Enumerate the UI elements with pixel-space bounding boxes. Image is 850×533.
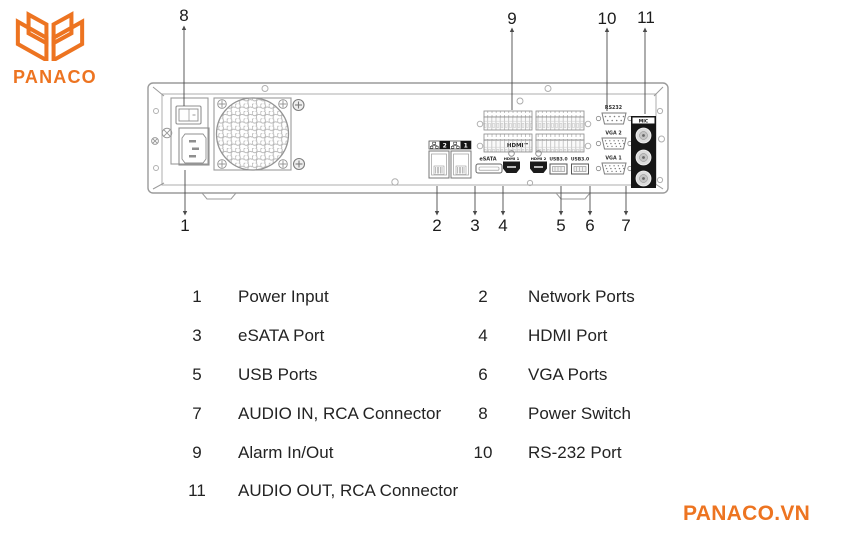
panaco-logo: PANACO bbox=[13, 11, 97, 88]
legend-label: AUDIO OUT, RCA Connector bbox=[238, 481, 459, 501]
legend-num: 8 bbox=[478, 403, 488, 423]
hdmi-ports: HDMI™ HDMI 1 HDMI 2 bbox=[503, 142, 547, 173]
rca-connector bbox=[635, 170, 652, 187]
usb2-label: USB3.0 bbox=[571, 157, 589, 163]
network-ports: 2 1 bbox=[428, 140, 472, 179]
rs232-label: RS232 bbox=[605, 105, 622, 111]
legend-num: 6 bbox=[478, 364, 488, 384]
vga1-label: VGA 1 bbox=[605, 156, 621, 162]
legend-label: eSATA Port bbox=[238, 326, 325, 346]
legend-num: 2 bbox=[478, 287, 488, 307]
legend-label: Power Input bbox=[238, 287, 329, 307]
network-icon bbox=[429, 141, 439, 149]
site-link[interactable]: PANACO.VN bbox=[683, 502, 811, 525]
legend-row: 3 eSATA Port 4 HDMI Port bbox=[160, 317, 726, 356]
legend-row: 9 Alarm In/Out 10 RS-232 Port bbox=[160, 433, 726, 472]
legend-label: USB Ports bbox=[238, 364, 318, 384]
esata-port: eSATA bbox=[475, 157, 503, 174]
legend-label: Power Switch bbox=[528, 403, 631, 423]
callout-7: 7 bbox=[621, 216, 631, 235]
network-icon bbox=[450, 141, 460, 149]
legend-num: 3 bbox=[192, 326, 202, 346]
hdmi2-label: HDMI 2 bbox=[531, 156, 547, 161]
callout-4: 4 bbox=[498, 216, 508, 235]
callout-8: 8 bbox=[179, 6, 189, 25]
cooling-fan bbox=[213, 97, 306, 171]
fan-screws bbox=[217, 99, 288, 169]
audio-header-label: MIC bbox=[639, 118, 649, 124]
legend-table: 1 Power Input 2 Network Ports 3 eSATA Po… bbox=[160, 278, 726, 511]
legend-label: Alarm In/Out bbox=[238, 442, 334, 462]
hdmi1-label: HDMI 1 bbox=[504, 156, 520, 161]
open-book-icon bbox=[15, 11, 85, 64]
vga1-port: VGA 1 bbox=[595, 156, 633, 175]
legend-label: AUDIO IN, RCA Connector bbox=[238, 403, 442, 423]
legend-label: VGA Ports bbox=[528, 364, 608, 384]
rs232-port: RS232 bbox=[595, 105, 633, 125]
hdmi-tm-label: HDMI™ bbox=[507, 142, 529, 149]
legend-num: 5 bbox=[192, 364, 202, 384]
net-port-1-label: 1 bbox=[464, 142, 468, 149]
legend-num: 10 bbox=[473, 442, 493, 462]
legend-num: 7 bbox=[192, 403, 202, 423]
rca-connector bbox=[635, 149, 652, 166]
net-port-2-label: 2 bbox=[443, 142, 447, 149]
usb1-label: USB3.0 bbox=[549, 157, 567, 163]
legend-row: 11 AUDIO OUT, RCA Connector bbox=[160, 472, 726, 511]
legend-num: 9 bbox=[192, 442, 202, 462]
callout-1: 1 bbox=[180, 216, 190, 235]
power-switch bbox=[175, 105, 202, 125]
legend-row: 7 AUDIO IN, RCA Connector 8 Power Switch bbox=[160, 394, 726, 433]
rca-connector bbox=[635, 127, 652, 144]
callout-lines bbox=[181, 25, 648, 216]
callout-5: 5 bbox=[556, 216, 566, 235]
legend-num: 4 bbox=[478, 326, 488, 346]
rear-panel-diagram: 2 1 bbox=[147, 25, 669, 216]
callout-3: 3 bbox=[470, 216, 480, 235]
usb-ports: USB3.0 USB3.0 bbox=[549, 157, 589, 175]
logo-wordmark: PANACO bbox=[13, 67, 97, 87]
legend-row: 5 USB Ports 6 VGA Ports bbox=[160, 356, 726, 395]
callout-9: 9 bbox=[507, 9, 517, 28]
alarm-terminal-blocks bbox=[476, 97, 592, 153]
legend-label: Network Ports bbox=[528, 287, 635, 307]
legend-num: 1 bbox=[192, 287, 202, 307]
legend-label: HDMI Port bbox=[528, 326, 608, 346]
vga2-port: VGA 2 bbox=[595, 131, 633, 150]
callout-11: 11 bbox=[637, 8, 655, 27]
vga2-label: VGA 2 bbox=[605, 131, 621, 137]
callout-10: 10 bbox=[597, 9, 617, 28]
legend-label: RS-232 Port bbox=[528, 442, 622, 462]
callout-2: 2 bbox=[432, 216, 442, 235]
legend-row: 1 Power Input 2 Network Ports bbox=[160, 278, 726, 317]
power-inlet bbox=[178, 127, 210, 166]
esata-label: eSATA bbox=[479, 157, 496, 163]
audio-rca-strip: MIC bbox=[631, 116, 656, 188]
callout-6: 6 bbox=[585, 216, 595, 235]
legend-num: 11 bbox=[188, 481, 206, 501]
